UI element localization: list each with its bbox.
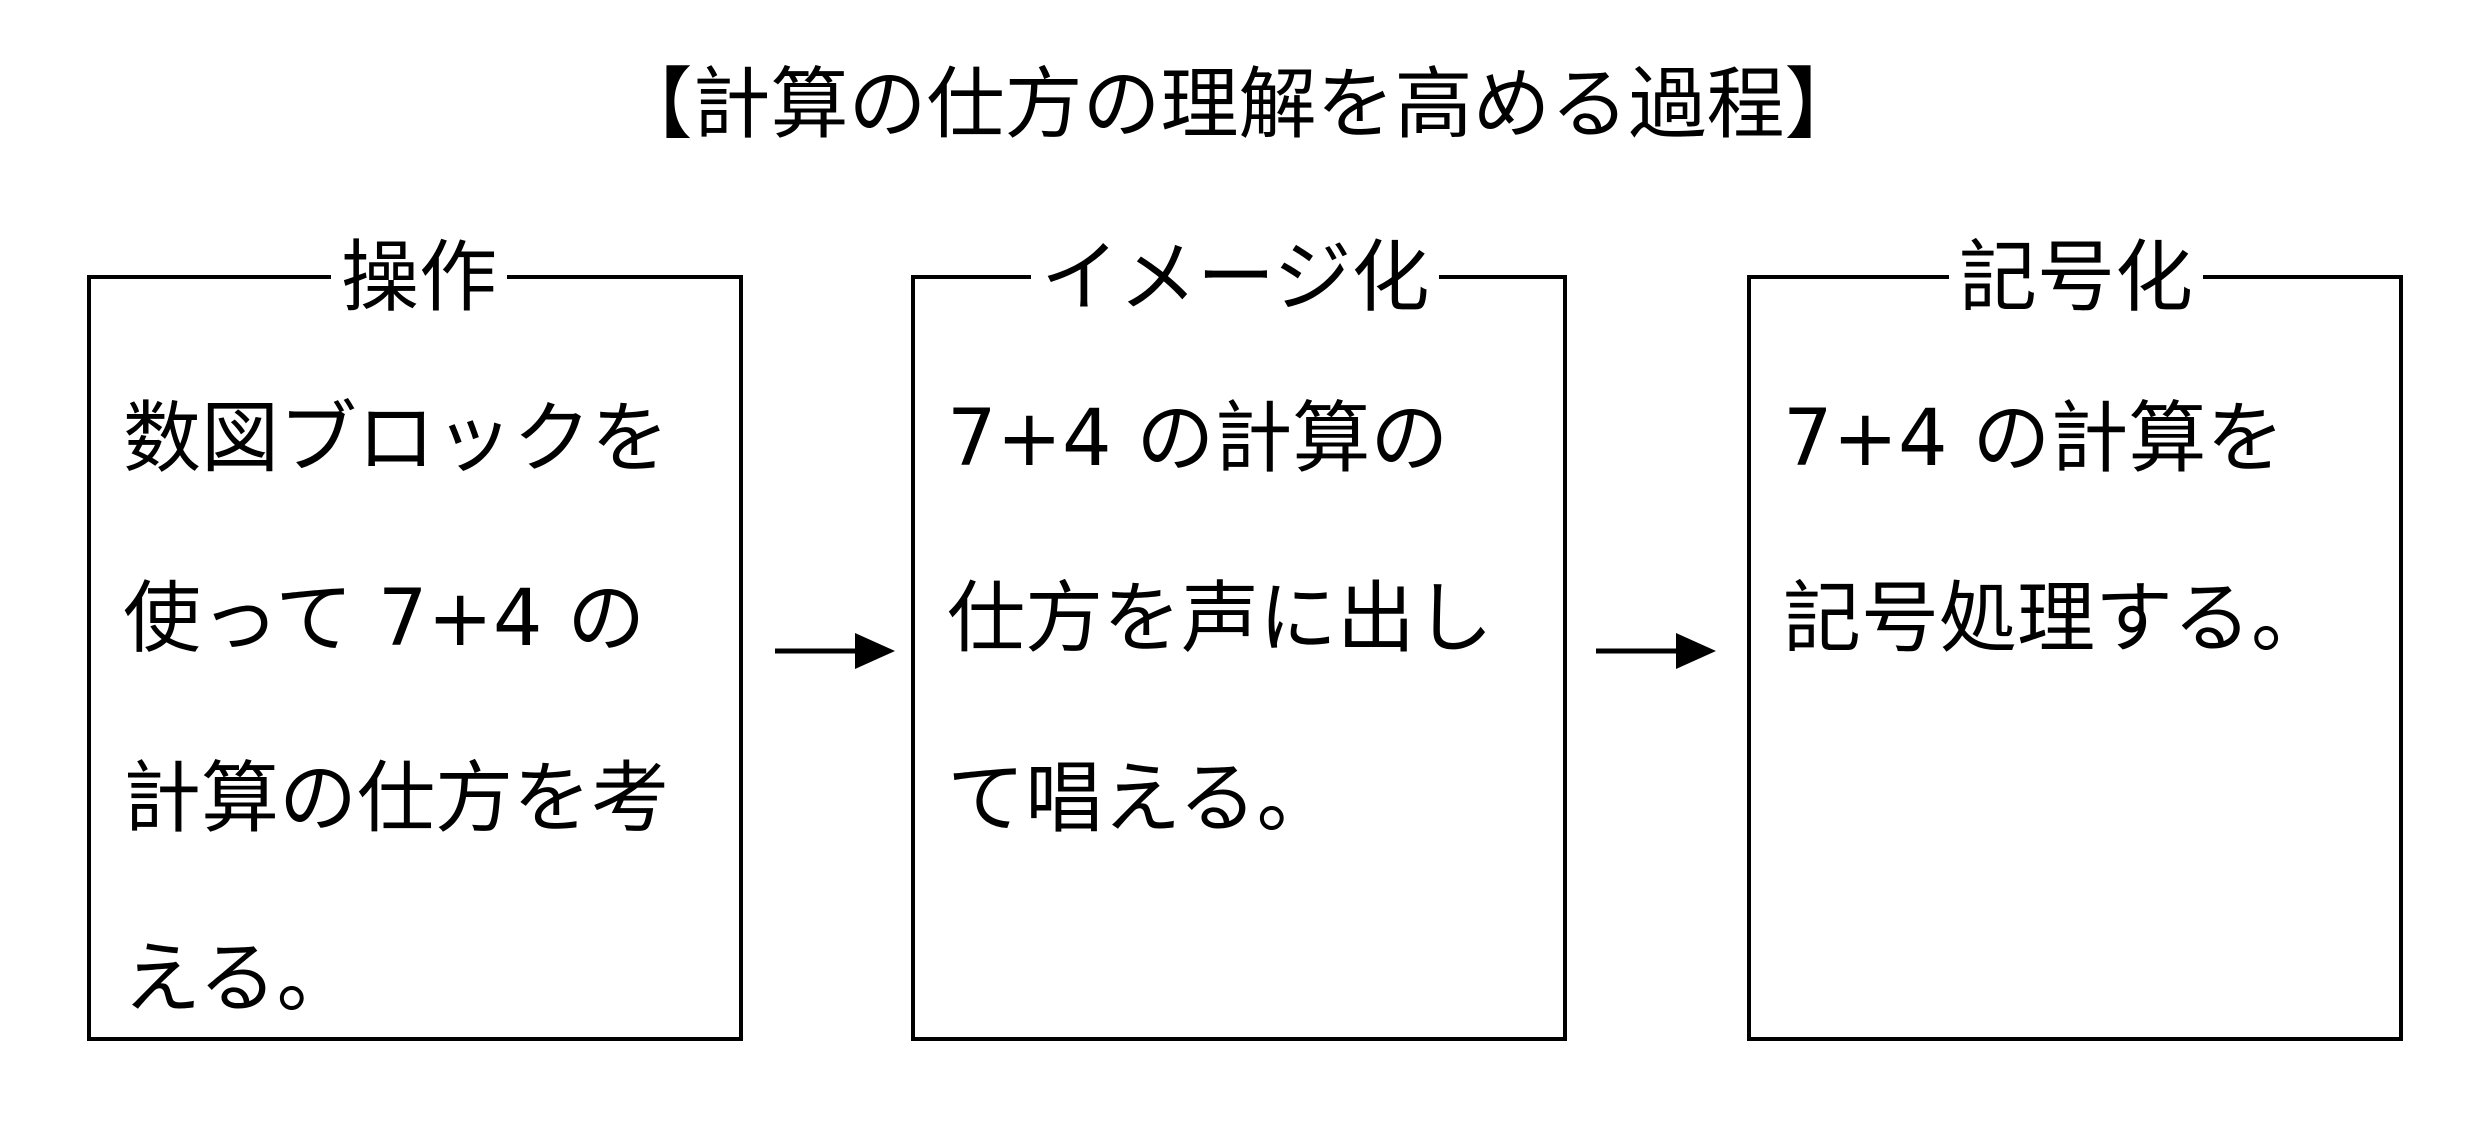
description-line: える。: [123, 934, 355, 1024]
stage-label-symbolization: 記号化: [1949, 233, 2204, 323]
stage-box-imaging: イメージ化 7+4 の計算の 仕方を声に出し て唱える。: [911, 233, 1567, 1041]
stage-box-symbolization: 記号化 7+4 の計算を 記号処理する。: [1747, 233, 2403, 1041]
description-line: 使って 7+4 の: [123, 574, 646, 664]
diagram-title: 【計算の仕方の理解を高める過程】: [614, 60, 1863, 150]
stage-label-imaging: イメージ化: [1031, 233, 1440, 323]
right-arrow-icon: [775, 633, 895, 669]
stage-box-operation: 操作 数図ブロックを 使って 7+4 の 計算の仕方を考 える。: [87, 233, 743, 1041]
description-line: て唱える。: [947, 754, 1335, 844]
stage-description-symbolization: 7+4 の計算を 記号処理する。: [1783, 349, 2383, 709]
description-line: 計算の仕方を考: [123, 754, 670, 844]
right-arrow-icon: [1596, 633, 1716, 669]
stage-description-imaging: 7+4 の計算の 仕方を声に出し て唱える。: [947, 349, 1547, 889]
description-line: 7+4 の計算の: [947, 394, 1449, 484]
description-line: 記号処理する。: [1783, 574, 2330, 664]
description-line: 7+4 の計算を: [1783, 394, 2285, 484]
stage-label-operation: 操作: [331, 233, 508, 323]
stage-description-operation: 数図ブロックを 使って 7+4 の 計算の仕方を考 える。: [123, 349, 723, 1069]
description-line: 仕方を声に出し: [947, 574, 1494, 664]
description-line: 数図ブロックを: [123, 394, 670, 484]
